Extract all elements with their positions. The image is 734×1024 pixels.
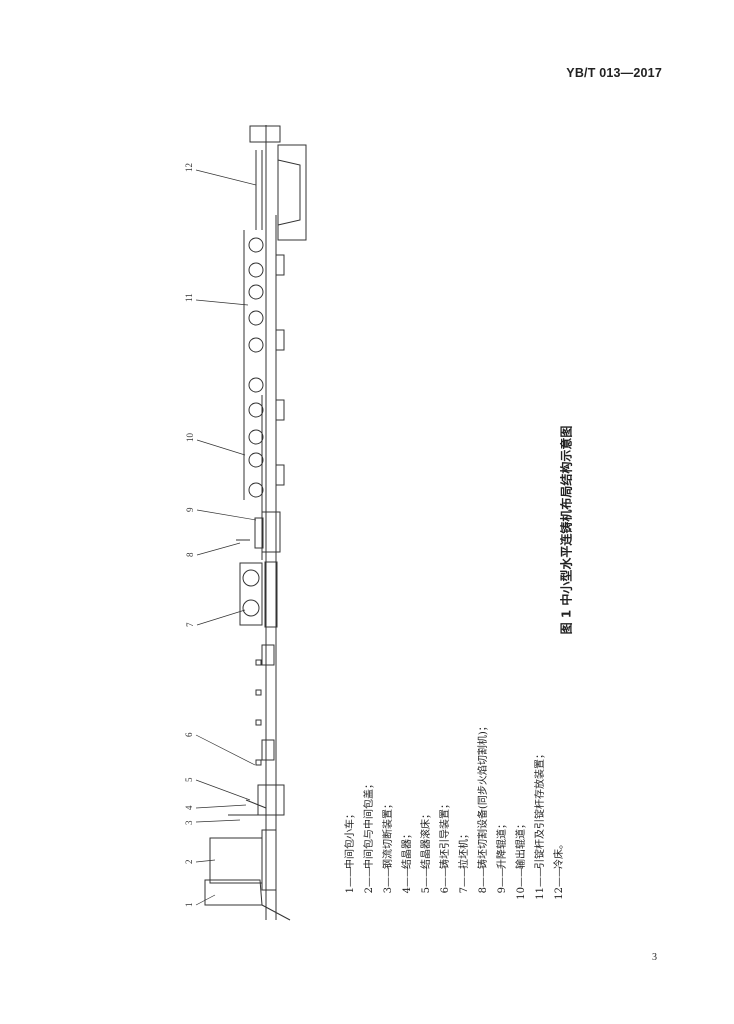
legend-text: 结晶器； [402,829,413,869]
legend-number: 8 [478,887,489,894]
legend-number: 3 [383,887,394,894]
callout-5: 5 [184,777,194,782]
legend-dash: —— [554,867,565,887]
legend-item: 10——输出辊道； [512,721,531,905]
legend-text: 钢流切断装置； [383,799,394,869]
legend-text: 升降辊道； [497,819,508,869]
legend-number: 11 [535,887,546,900]
legend-dash: —— [383,867,394,887]
legend-item: 3——钢流切断装置； [379,721,398,905]
legend-text: 冷床。 [554,839,565,869]
callout-10: 10 [185,433,195,443]
legend-dash: —— [364,867,375,887]
callout-9: 9 [185,507,195,512]
legend-number: 7 [459,887,470,894]
callout-4: 4 [184,805,194,810]
legend-dash: —— [402,867,413,887]
legend-text: 铸坯引导装置； [440,799,451,869]
legend-text: 中间包与中间包盖； [364,779,375,869]
callout-6: 6 [184,732,194,737]
legend-text: 结晶器滚床； [421,809,432,869]
callout-3: 3 [184,820,194,825]
legend-dash: —— [535,867,546,887]
standard-code: YB/T 013—2017 [566,66,662,80]
legend-text: 拉坯机； [459,829,470,869]
figure-caption: 图 1 中小型水平连铸机布局结构示意图 [559,425,574,635]
legend-number: 6 [440,887,451,894]
callout-7: 7 [185,622,195,627]
legend-item: 1——中间包小车； [341,721,360,905]
legend-item: 5——结晶器滚床； [417,721,436,905]
legend-item: 4——结晶器； [398,721,417,905]
legend-number: 2 [364,887,375,894]
legend-text: 中间包小车； [345,809,356,869]
legend-item: 9——升降辊道； [493,721,512,905]
legend-dash: —— [345,867,356,887]
callout-12: 12 [184,163,194,172]
legend-item: 8——铸坯切割设备(同步火焰切割机)； [474,721,493,905]
legend-number: 5 [421,887,432,894]
legend-text: 引锭杆及引锭杆存放装置； [535,749,546,869]
legend-number: 1 [345,887,356,894]
legend-item: 7——拉坯机； [455,721,474,905]
legend-number: 12 [554,887,565,900]
legend-number: 4 [402,887,413,894]
page-number: 3 [652,952,657,963]
callout-11: 11 [184,293,194,302]
callout-8: 8 [185,552,195,557]
callout-2: 2 [184,860,194,865]
legend-dash: —— [421,867,432,887]
legend-dash: —— [440,867,451,887]
legend-dash: —— [497,867,508,887]
legend-dash: —— [478,867,489,887]
legend-dash: —— [459,867,470,887]
callout-1: 1 [184,903,194,908]
legend-text: 输出辊道； [516,819,527,869]
legend-item: 12——冷床。 [550,721,569,905]
legend-dash: —— [516,867,527,887]
legend-item: 2——中间包与中间包盖； [360,721,379,905]
legend-item: 6——铸坯引导装置； [436,721,455,905]
legend-number: 10 [516,887,527,900]
legend-number: 9 [497,887,508,894]
legend-text: 铸坯切割设备(同步火焰切割机)； [478,721,489,869]
legend-item: 11——引锭杆及引锭杆存放装置； [531,721,550,905]
